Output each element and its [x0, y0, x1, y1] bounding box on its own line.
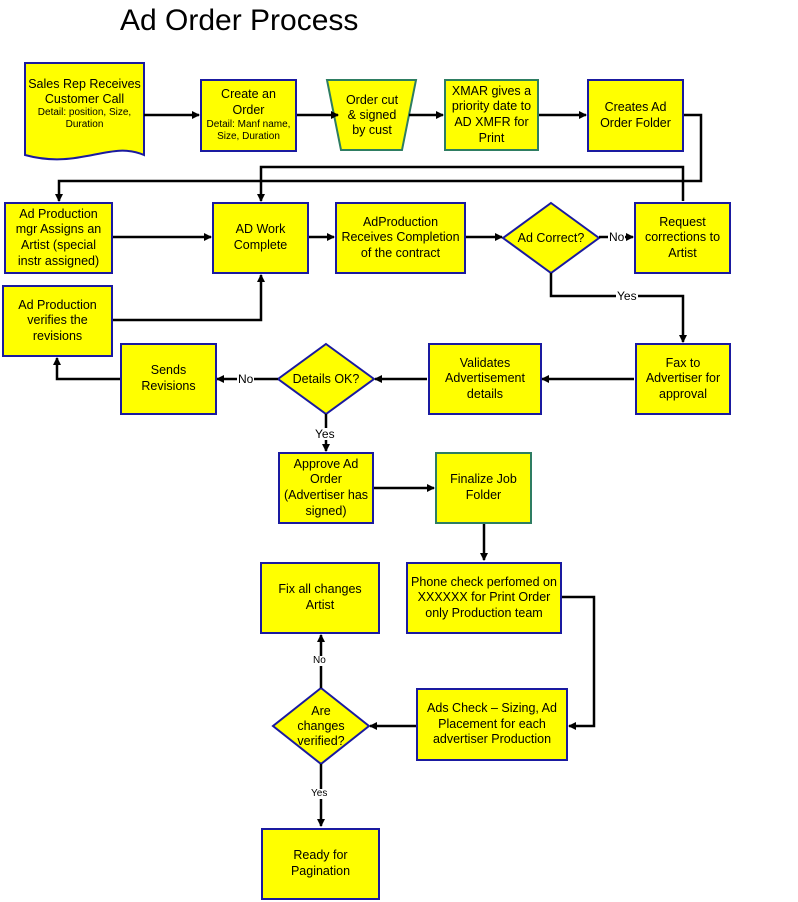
edge-phone-to-adscheck [562, 595, 596, 730]
node-request-corrections: Request corrections to Artist [634, 202, 731, 274]
node-order-cut-text: Order cut & signed by cust [345, 92, 399, 137]
node-ads-check: Ads Check – Sizing, Ad Placement for eac… [416, 688, 568, 761]
edge-label-no-ad-correct: No [608, 230, 626, 244]
node-ready-text: Ready for Pagination [290, 848, 351, 878]
edge-label-yes-changes: Yes [310, 788, 329, 799]
node-sales-rep: Sales Rep Receives Customer Call Detail:… [27, 65, 142, 143]
node-create-order: Create an Order Detail: Manf name, Size,… [200, 79, 297, 152]
edge-label-yes-details: Yes [314, 427, 336, 441]
node-creates-folder-text: Creates Ad Order Folder [600, 99, 671, 130]
node-receives-completion-text: AdProduction Receives Completion of the … [341, 214, 460, 260]
node-create-order-detail: Detail: Manf name, Size, Duration [206, 118, 291, 143]
node-ready: Ready for Pagination [261, 828, 380, 900]
node-xmar: XMAR gives a priority date to AD XMFR fo… [444, 79, 539, 151]
edge-folder-to-assign [55, 113, 703, 202]
node-prod-mgr: Ad Production mgr Assigns an Artist (spe… [4, 202, 113, 274]
node-validates-text: Validates Advertisement details [445, 355, 525, 401]
edge-label-no-changes: No [312, 655, 327, 666]
node-details-ok-text: Details OK? [292, 371, 360, 386]
node-details-ok: Details OK? [278, 369, 374, 389]
node-phone-check: Phone check perfomed on XXXXXX for Print… [406, 562, 562, 634]
edge-correct-yes [549, 273, 687, 343]
node-sends-revisions: Sends Revisions [120, 343, 217, 415]
node-request-corrections-text: Request corrections to Artist [644, 214, 721, 260]
node-fax: Fax to Advertiser for approval [635, 343, 731, 415]
node-sales-rep-text: Sales Rep Receives Customer Call [28, 77, 141, 106]
edge-verify-to-work [113, 274, 265, 322]
node-approve: Approve Ad Order (Advertiser has signed) [278, 452, 374, 524]
node-create-order-text: Create an Order [221, 87, 276, 117]
node-prod-mgr-text: Ad Production mgr Assigns an Artist (spe… [15, 206, 102, 268]
diagram-title: Ad Order Process [120, 4, 359, 37]
node-finalize-text: Finalize Job Folder [450, 472, 517, 502]
node-fix-changes-text: Fix all changes Artist [278, 582, 362, 612]
edge-label-no-details: No [237, 372, 255, 386]
node-sales-rep-detail: Detail: position, Size, Duration [37, 107, 132, 130]
edge-label-yes-ad-correct: Yes [616, 289, 638, 303]
trapezoid-shape [325, 79, 418, 151]
node-ads-check-text: Ads Check – Sizing, Ad Placement for eac… [427, 701, 557, 747]
node-finalize: Finalize Job Folder [435, 452, 532, 524]
edge-request-to-work [259, 165, 685, 201]
node-work-complete: AD Work Complete [212, 202, 309, 274]
node-work-complete-text: AD Work Complete [233, 222, 288, 252]
node-ad-correct: Ad Correct? [503, 228, 599, 248]
node-fix-changes: Fix all changes Artist [260, 562, 380, 634]
document-shape [24, 62, 145, 161]
node-xmar-text: XMAR gives a priority date to AD XMFR fo… [451, 83, 532, 145]
node-order-cut: Order cut & signed by cust [343, 82, 401, 148]
node-ad-correct-text: Ad Correct? [517, 230, 585, 245]
node-receives-completion: AdProduction Receives Completion of the … [335, 202, 466, 274]
node-fax-text: Fax to Advertiser for approval [645, 355, 721, 401]
node-validates: Validates Advertisement details [428, 343, 542, 415]
node-changes-verified-text: Are changes verified? [297, 703, 345, 748]
node-approve-text: Approve Ad Order (Advertiser has signed) [283, 456, 369, 518]
node-verifies-revisions: Ad Production verifies the revisions [2, 285, 113, 357]
edge-sends-to-verify [53, 357, 120, 381]
node-sends-revisions-text: Sends Revisions [141, 363, 196, 393]
node-changes-verified: Are changes verified? [289, 704, 353, 748]
node-phone-check-text: Phone check perfomed on XXXXXX for Print… [411, 574, 557, 620]
node-verifies-revisions-text: Ad Production verifies the revisions [18, 297, 97, 343]
node-creates-folder: Creates Ad Order Folder [587, 79, 684, 152]
